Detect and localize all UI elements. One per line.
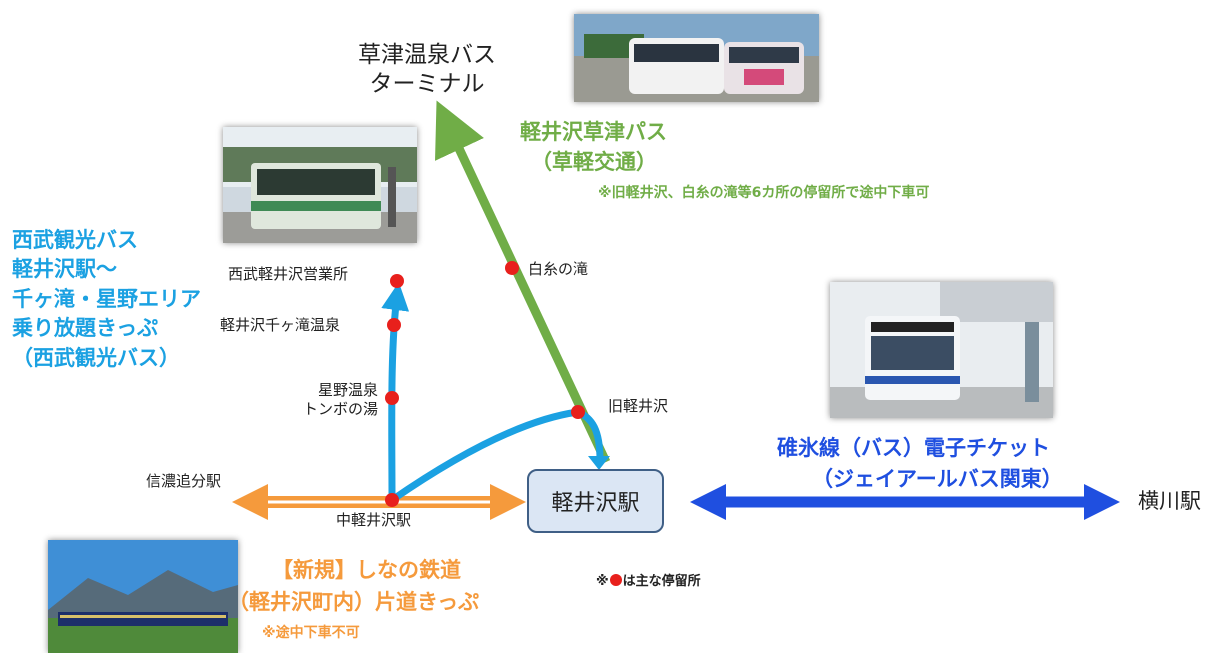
seibu-pass-line1: 西武観光バス	[12, 228, 138, 252]
kusatsu-pass-title: 軽井沢草津パス	[520, 120, 667, 144]
stop-label-shiraito: 白糸の滝	[528, 260, 589, 278]
shinano-ticket-line2: （軽井沢町内）片道きっぷ	[228, 590, 480, 614]
stop-dot-sengataki	[387, 318, 401, 332]
seibu-pass-line2: 軽井沢駅～	[12, 257, 117, 282]
stop-label-hoshino: 星野温泉 トンボの湯	[278, 381, 378, 419]
jr-bus-photo	[830, 282, 1053, 418]
stop-dot-kyu-karuizawa	[571, 405, 585, 419]
seibu-pass-line5: （西武観光バス）	[12, 345, 180, 370]
legend-note: ※ は主な停留所	[596, 574, 701, 590]
legend-text: は主な停留所	[622, 574, 701, 589]
stop-label-naka-karuizawa: 中軽井沢駅	[336, 511, 412, 529]
usui-bus-line	[690, 484, 1120, 520]
legend-prefix: ※	[596, 574, 609, 589]
terminal-line2: ターミナル	[369, 70, 485, 97]
terminal-line1: 草津温泉バス	[358, 42, 496, 68]
stop-label-sengataki: 軽井沢千ヶ滝温泉	[220, 316, 341, 334]
karuizawa-station-label: 軽井沢駅	[551, 491, 640, 516]
kusatsu-terminal-label: 草津温泉バス ターミナル	[352, 41, 502, 99]
seibu-pass-line3: 千ヶ滝・星野エリア	[12, 286, 201, 311]
stop-label-shinano-oiwake: 信濃追分駅	[146, 472, 222, 490]
shinano-ticket-line1: 【新規】しなの鉄道	[272, 558, 461, 582]
seibu-bus-photo	[223, 127, 417, 243]
shinano-rail-line	[232, 484, 526, 520]
seibu-route-arrow	[588, 456, 610, 470]
stop-dot-shiraito	[505, 261, 519, 275]
usui-ticket-operator: （ジェイアールバス関東）	[812, 467, 1063, 491]
stop-label-hoshino-line2: トンボの湯	[302, 399, 378, 418]
stop-dot-naka-karuizawa	[385, 493, 399, 507]
seibu-route-line	[381, 282, 604, 507]
stop-label-hoshino-line1: 星野温泉	[317, 381, 378, 399]
stop-dot-hoshino	[385, 391, 399, 405]
legend-dot	[609, 574, 622, 586]
kusatsu-pass-operator: （草軽交通）	[531, 150, 657, 174]
shinano-ticket-note: ※途中下車不可	[262, 625, 360, 641]
seibu-pass-line4: 乗り放題きっぷ	[12, 316, 159, 341]
stop-label-seibu-office: 西武軽井沢営業所	[228, 265, 349, 283]
stop-dot-seibu-office	[390, 274, 404, 288]
stop-label-kyu-karuizawa: 旧軽井沢	[608, 397, 669, 415]
stop-label-yokokawa: 横川駅	[1138, 489, 1201, 513]
shinano-train-photo	[48, 540, 238, 653]
kusatsu-pass-note: ※旧軽井沢、白糸の滝等6カ所の停留所で途中下車可	[598, 185, 930, 201]
kusatsu-bus-photo	[574, 14, 819, 102]
seibu-pass-title: 西武観光バス 軽井沢駅～ 千ヶ滝・星野エリア 乗り放題きっぷ （西武観光バス）	[12, 226, 201, 373]
usui-ticket-title: 碓氷線（バス）電子チケット	[777, 436, 1050, 460]
karuizawa-station-box: 軽井沢駅	[527, 469, 664, 533]
